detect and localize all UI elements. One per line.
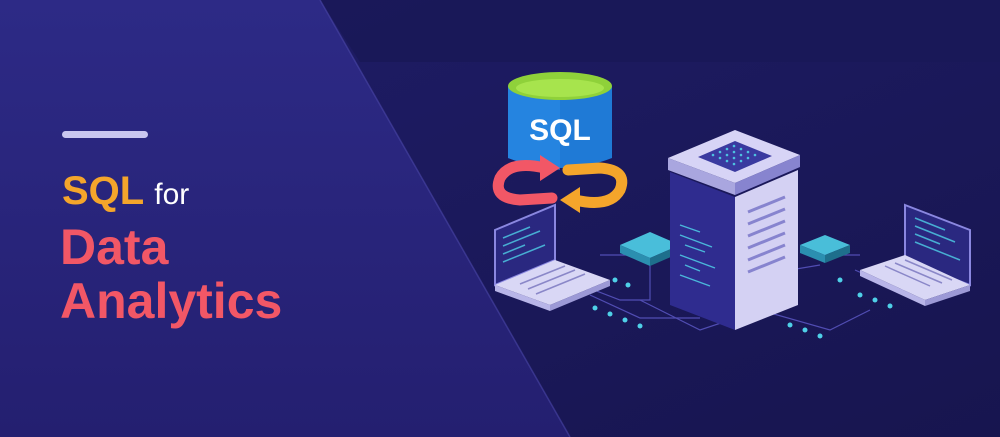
circuit-dots (592, 277, 893, 339)
headline-line1: SQL for (62, 168, 189, 214)
laptop-left-icon (494, 203, 610, 311)
headline-analytics: Analytics (60, 273, 283, 329)
chip-right-icon (800, 235, 850, 263)
laptop-right-icon (860, 203, 971, 306)
accent-bar (62, 131, 148, 138)
headline-for: for (154, 178, 190, 211)
sql-db-label: SQL (529, 114, 591, 147)
headline-sql: SQL (62, 169, 145, 213)
sync-arrows-icon (492, 155, 628, 213)
chip-left-icon (620, 232, 680, 266)
sql-database-icon: SQL (508, 72, 612, 170)
headline-main: Data Analytics (60, 220, 390, 328)
headline-data: Data (60, 219, 169, 275)
server-tower-icon (668, 130, 800, 330)
